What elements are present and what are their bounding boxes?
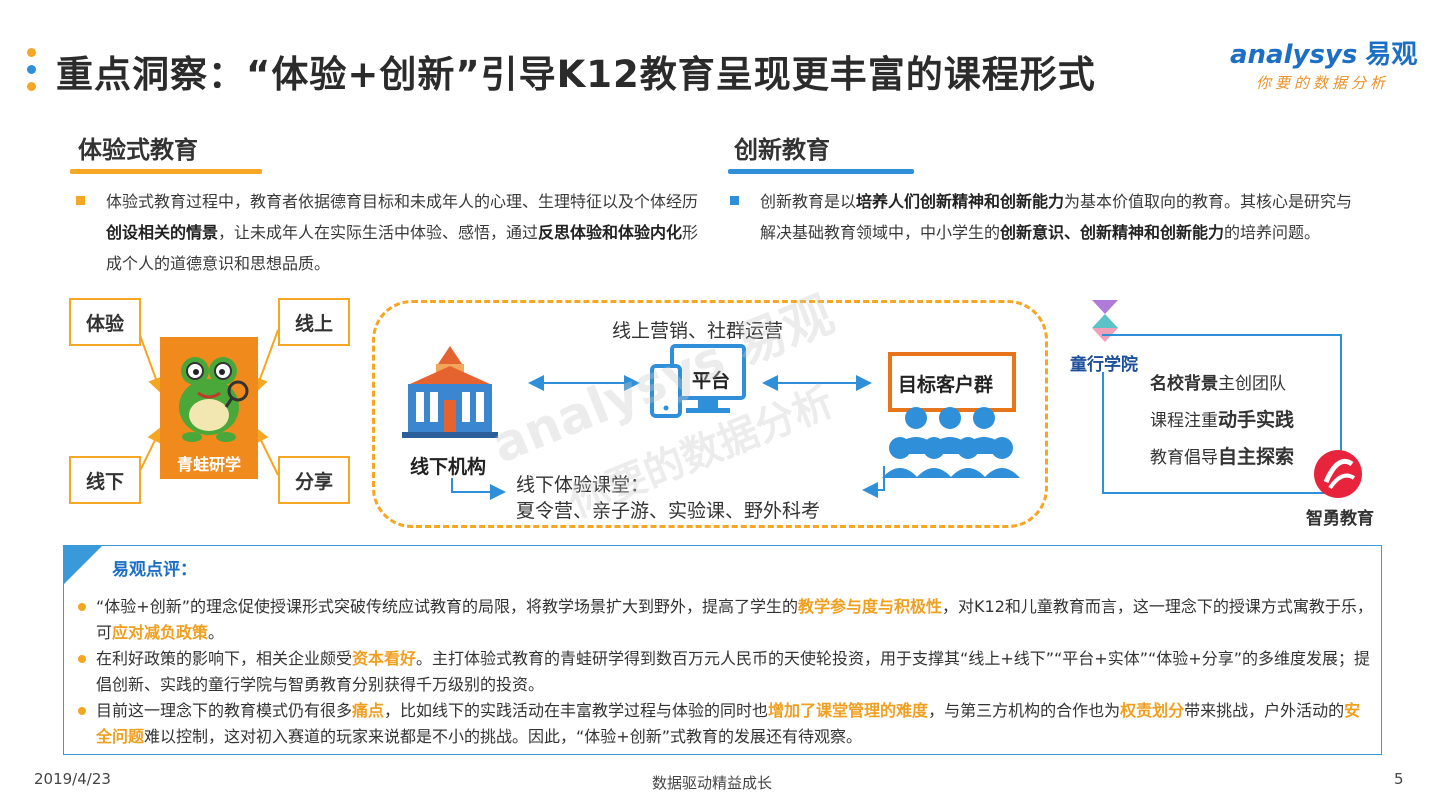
frog-mascot-icon [179,357,249,442]
text-run-bold: 创新意识、创新精神和创新能力 [1000,223,1225,242]
building-icon [402,346,498,438]
feature-text: 课程注重 [1150,411,1218,431]
offline-class-title: 线下体验课堂： [516,474,650,496]
platform-label: 平台 [692,370,731,392]
text-run: 。主打体验式教育的青蛙研学得到数百万元人民币的天使轮投资，用于支撑其“线上+线下… [96,649,1370,694]
platform-devices-icon [650,344,746,418]
logo-tagline: 你要的数据分析 [1256,74,1390,92]
feature-item: 课程注重动手实践 [1150,402,1294,439]
feature-item: 名校背景主创团队 [1150,366,1294,402]
text-run: 在利好政策的影响下，相关企业颇受 [96,649,353,668]
left-section-heading: 体验式教育 [78,136,198,164]
text-run-highlight: 应对减负政策 [112,623,209,642]
text-run-highlight: 增加了课堂管理的难度 [768,701,929,720]
frog-card: 青蛙研学 [160,337,258,479]
comment-box [63,545,1382,755]
text-run: 带来挑战，户外活动的 [1184,701,1345,720]
comment-point-1: “体验+创新”的理念促使授课形式突破传统应试教育的局限，将教学场景扩大到野外，提… [96,594,1374,646]
logo-en: analysys [1230,40,1358,70]
text-run: 难以控制，这对初入赛道的玩家来说都是不小的挑战。因此，“体验+创新”式教育的发展… [144,727,863,746]
text-run-highlight: 痛点 [352,701,385,720]
online-marketing-label: 线上营销、社群运营 [612,320,784,342]
title-dots [27,48,37,92]
tag-online: 线上 [278,298,350,346]
zhiyong-logo-icon [1314,450,1362,498]
comment-bullet [78,655,86,663]
feature-bracket [1102,334,1342,494]
text-run: ，让未成年人在实际生活中体验、感悟，通过 [218,223,539,242]
feature-item: 教育倡导自主探索 [1150,439,1294,476]
text-run: 创新教育是以 [760,192,857,211]
text-run: 目前这一理念下的教育模式仍有很多 [96,701,353,720]
text-run: “体验+创新”的理念促使授课形式突破传统应试教育的局限，将教学场景扩大到野外，提… [96,597,798,616]
text-run: 的培养问题。 [1224,223,1321,242]
business-model-box [372,300,1048,528]
text-run-bold: 培养人们创新精神和创新能力 [856,192,1065,211]
left-bullet [76,196,85,205]
text-run: 形成个人的道德意识和思想品质。 [106,223,699,273]
tag-experience: 体验 [69,298,141,346]
text-run-highlight: 资本看好 [352,649,417,668]
text-run: ，对K12和儿童教育而言，这一理念下的授课方式寓教于乐，可 [96,597,1373,642]
zhiyong-label: 智勇教育 [1306,509,1374,529]
comment-title: 易观点评： [112,560,197,580]
text-run: ，比如线下的实践活动在丰富教学过程与体验的同时也 [384,701,769,720]
feature-text: 教育倡导 [1150,448,1218,468]
text-run: 体验式教育过程中，教育者依据德育目标和未成年人的心理、生理特征以及个体经历 [106,192,699,211]
left-section-text: 体验式教育过程中，教育者依据德育目标和未成年人的心理、生理特征以及个体经历创设相… [106,186,706,279]
comment-bullet [78,707,86,715]
text-run: 。 [208,623,225,642]
text-run-highlight: 权责划分 [1120,701,1185,720]
text-run-bold: 创设相关的情景 [106,223,219,242]
offline-org-label: 线下机构 [410,456,487,478]
feature-bold: 名校背景 [1150,374,1218,394]
feature-bracket-left [1102,372,1104,492]
page-title: 重点洞察：“体验+创新”引导K12教育呈现更丰富的课程形式 [56,53,1096,96]
logo-cn: 易观 [1365,40,1418,70]
comment-bullet [78,603,86,611]
feature-text: 主创团队 [1218,374,1286,394]
right-heading-underline [728,169,914,174]
footer-date: 2019/4/23 [34,770,111,788]
right-section-text: 创新教育是以培养人们创新精神和创新能力为基本价值取向的教育。其核心是研究与解决基… [760,186,1360,248]
comment-point-2: 在利好政策的影响下，相关企业颇受资本看好。主打体验式教育的青蛙研学得到数百万元人… [96,646,1374,698]
comment-corner-icon [63,545,103,585]
feature-bold: 动手实践 [1218,409,1295,431]
feature-list: 名校背景主创团队 课程注重动手实践 教育倡导自主探索 [1150,366,1294,476]
offline-class-items: 夏令营、亲子游、实验课、野外科考 [516,500,821,522]
page-number: 5 [1394,770,1404,788]
text-run: 为基本价值取向的教育。其核心是研究与解决基础教育领域中，中小学生的 [760,192,1353,242]
left-heading-underline [70,169,262,174]
text-run-highlight: 安全问题 [96,701,1361,746]
right-section-heading: 创新教育 [734,136,830,164]
footer-slogan: 数据驱动精益成长 [652,774,773,792]
right-bullet [730,196,739,205]
comment-point-3: 目前这一理念下的教育模式仍有很多痛点，比如线下的实践活动在丰富教学过程与体验的同… [96,698,1374,750]
text-run-bold: 反思体验和体验内化 [538,223,683,242]
feature-bold: 自主探索 [1218,446,1295,468]
text-run: ，与第三方机构的合作也为 [928,701,1121,720]
frog-label: 青蛙研学 [176,455,241,474]
target-label: 目标客户群 [898,374,994,396]
audience-icon [882,407,1020,478]
text-run-highlight: 教学参与度与积极性 [798,597,943,616]
tag-share: 分享 [278,456,350,504]
tongxing-label: 童行学院 [1070,355,1138,375]
tag-offline: 线下 [69,456,141,504]
frog-arrows [137,329,279,476]
flow-arrows [451,375,885,500]
